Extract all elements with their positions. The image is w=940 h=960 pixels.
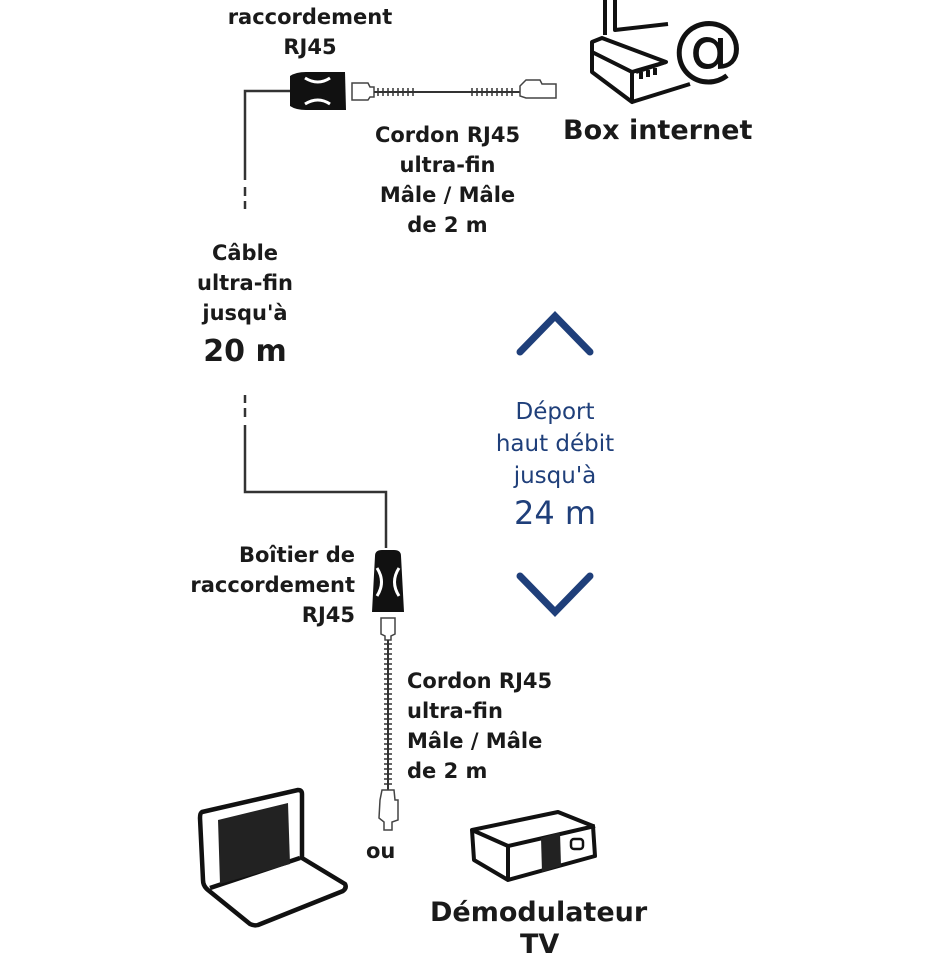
cable-label-line: ultra-fin <box>197 271 293 295</box>
bottom-rj45-coupler-icon <box>372 550 404 612</box>
top-cord-label-line: Cordon RJ45 <box>374 123 521 147</box>
bottom-connector-label-line: RJ45 <box>301 603 355 627</box>
bottom-connector-label-line: raccordement <box>190 573 355 597</box>
bottom-cord-label-line: ultra-fin <box>407 699 503 723</box>
bottom-cord-label-line: Cordon RJ45 <box>407 669 553 693</box>
bottom-cord-label-line: Mâle / Mâle <box>407 729 543 753</box>
top-connector-label-line: RJ45 <box>283 35 337 59</box>
range-label-line: haut débit <box>495 431 615 457</box>
range-length: 24 m <box>513 494 597 532</box>
bottom-connector-label: Boîtier de raccordement RJ45 <box>180 540 355 630</box>
at-symbol-icon: @ <box>672 5 744 89</box>
decoder-icon <box>470 810 597 882</box>
range-label-line: Déport <box>515 399 595 425</box>
top-cord-label-line: Mâle / Mâle <box>379 183 516 207</box>
top-cord-label-line: de 2 m <box>407 213 488 237</box>
cable-label-line: jusqu'à <box>202 301 288 325</box>
top-cord-label: Cordon RJ45 ultra-fin Mâle / Mâle de 2 m <box>360 120 535 240</box>
top-rj45-cord <box>351 79 557 101</box>
bottom-cord-label: Cordon RJ45 ultra-fin Mâle / Mâle de 2 m <box>407 666 552 786</box>
laptop-icon <box>197 787 348 928</box>
diagram-graphics: @ <box>197 0 744 928</box>
range-label-line: jusqu'à <box>513 463 597 489</box>
cable-label-line: Câble <box>211 241 279 265</box>
top-connector-label: raccordement RJ45 <box>215 2 405 62</box>
top-connector-label-line: raccordement <box>227 5 393 29</box>
decoder-label-cut: TV <box>520 929 560 960</box>
cable-length: 20 m <box>203 334 287 369</box>
top-cord-label-line: ultra-fin <box>399 153 496 177</box>
router-icon <box>590 0 691 104</box>
or-label: ou <box>366 839 396 863</box>
chevron-up-icon <box>516 310 594 356</box>
decoder-label: Démodulateur <box>430 897 648 928</box>
cable-label: Câble ultra-fin jusqu'à 20 m <box>180 238 310 372</box>
bottom-rj45-cord <box>378 617 399 831</box>
chevron-down-icon <box>516 572 594 618</box>
top-rj45-coupler-icon <box>290 72 346 110</box>
bottom-cord-label-line: de 2 m <box>407 759 488 783</box>
range-label: Déport haut débit jusqu'à 24 m <box>475 396 635 534</box>
ultra-thin-cable <box>243 89 388 548</box>
bottom-connector-label-line: Boîtier de <box>238 543 355 567</box>
box-internet-label: Box internet <box>563 115 753 146</box>
